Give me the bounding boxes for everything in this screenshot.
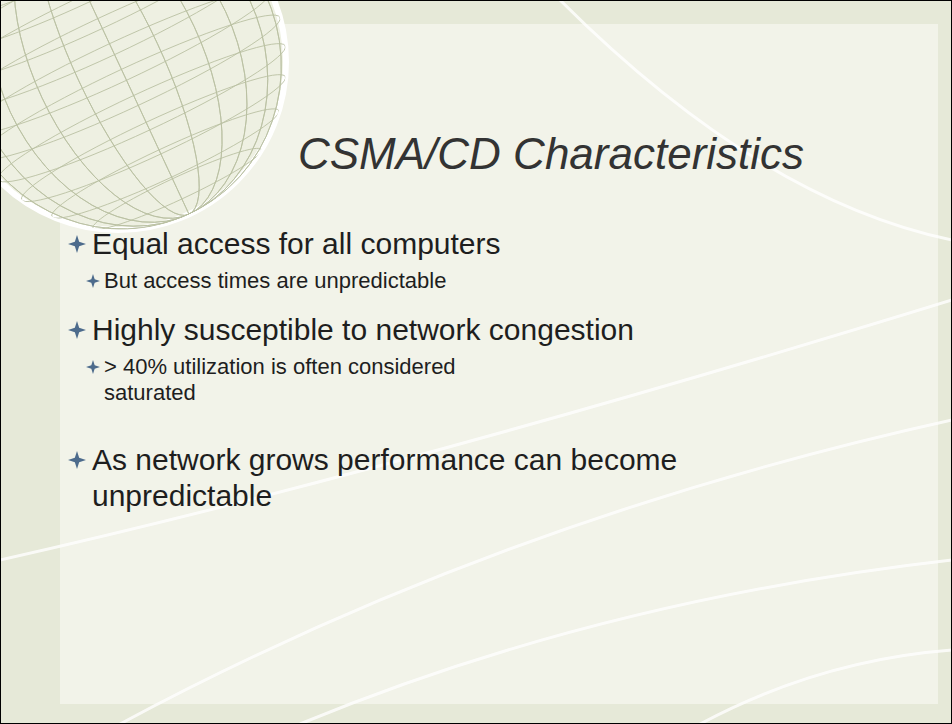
bullet-star	[86, 360, 100, 374]
globe	[0, 0, 286, 230]
bullet-star	[68, 235, 86, 253]
bullet-star	[68, 321, 86, 339]
sub-bullet-text: > 40% utilization is often considered sa…	[104, 354, 504, 407]
bullet-star	[68, 451, 86, 469]
bullet-text: Highly susceptible to network congestion	[92, 312, 932, 348]
slide-title: CSMA/CD Characteristics	[298, 128, 804, 181]
bullet-star	[86, 274, 100, 288]
bullet-text: Equal access for all computers	[92, 226, 932, 262]
sub-bullet-text: But access times are unpredictable	[104, 268, 904, 294]
bullet-text: As network grows performance can become …	[92, 442, 732, 514]
